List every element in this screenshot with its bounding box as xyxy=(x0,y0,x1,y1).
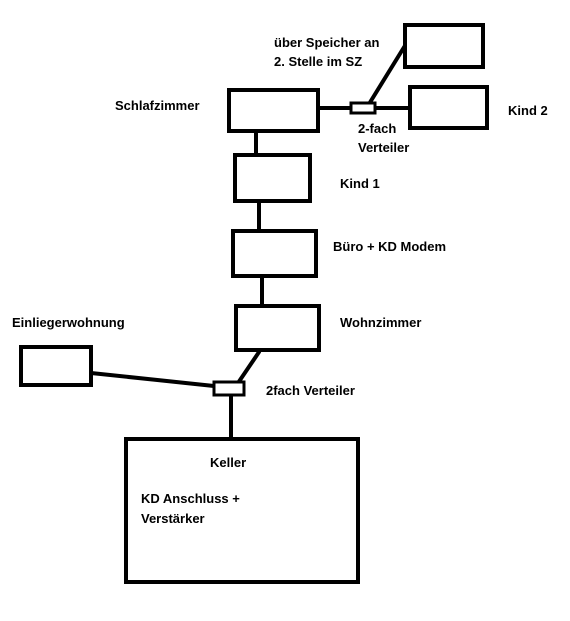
connector-einlieger-verteiler xyxy=(89,371,216,388)
label-einlieger: Einliegerwohnung xyxy=(12,315,125,330)
box-einlieger xyxy=(19,345,93,387)
connector-wohnzimmer-verteiler xyxy=(236,350,261,385)
label-verteiler-top-line1: 2-fach xyxy=(358,121,397,136)
label-speicher-line1: über Speicher an xyxy=(274,35,380,50)
box-buero xyxy=(231,229,318,278)
box-keller xyxy=(124,437,360,584)
box-kind2 xyxy=(408,85,489,130)
box-wohnzimmer xyxy=(234,304,321,352)
label-buero: Büro + KD Modem xyxy=(333,239,447,254)
label-kind2: Kind 2 xyxy=(508,103,548,118)
splitter-bottom xyxy=(212,380,246,397)
connector-verteiler-speicher xyxy=(367,42,408,106)
label-kind1: Kind 1 xyxy=(340,176,380,191)
box-speicher xyxy=(403,23,485,69)
box-kind1 xyxy=(233,153,312,203)
label-wohnzimmer: Wohnzimmer xyxy=(340,315,422,330)
label-keller-detail-line2: Verstärker xyxy=(141,511,205,526)
box-schlafzimmer xyxy=(227,88,320,133)
label-verteiler-top-line2: Verteiler xyxy=(358,140,410,155)
label-keller: Keller xyxy=(210,455,247,470)
label-verteiler-bottom: 2fach Verteiler xyxy=(266,383,355,398)
label-schlafzimmer: Schlafzimmer xyxy=(115,98,200,113)
label-speicher-line2: 2. Stelle im SZ xyxy=(274,54,363,69)
label-keller-detail-line1: KD Anschluss + xyxy=(141,491,240,506)
splitter-top xyxy=(349,101,377,115)
